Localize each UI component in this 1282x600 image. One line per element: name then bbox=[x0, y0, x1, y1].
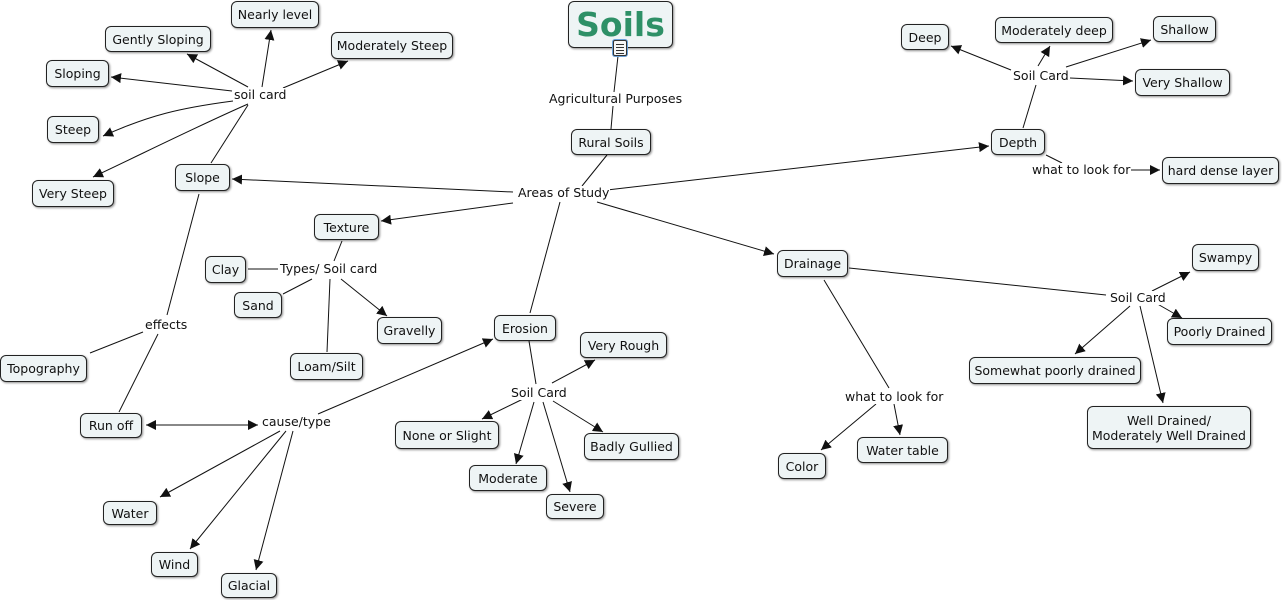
edge bbox=[92, 103, 249, 178]
edge bbox=[326, 278, 331, 353]
edge bbox=[1045, 154, 1063, 164]
edge bbox=[110, 73, 233, 92]
link-agricultural-purposes: Agricultural Purposes bbox=[548, 91, 684, 107]
concept-run-off[interactable]: Run off bbox=[80, 413, 142, 438]
edge bbox=[89, 331, 144, 354]
edge bbox=[528, 340, 537, 385]
link-soil-card-drainage: Soil Card bbox=[1109, 290, 1167, 306]
concept-texture[interactable]: Texture bbox=[314, 214, 379, 240]
edge bbox=[282, 278, 313, 295]
edge bbox=[159, 430, 281, 498]
edge bbox=[893, 403, 904, 436]
concept-shallow[interactable]: Shallow bbox=[1153, 16, 1216, 42]
concept-clay[interactable]: Clay bbox=[205, 256, 246, 283]
concept-very-shallow[interactable]: Very Shallow bbox=[1135, 69, 1230, 96]
edge bbox=[610, 105, 614, 130]
concept-somewhat-poorly-drained[interactable]: Somewhat poorly drained bbox=[969, 357, 1141, 384]
link-types-soil-card: Types/ Soil card bbox=[279, 261, 379, 277]
edge bbox=[481, 398, 524, 420]
edge bbox=[340, 278, 388, 317]
edge bbox=[823, 279, 890, 389]
edge bbox=[166, 193, 200, 316]
edge bbox=[1074, 305, 1131, 355]
edge bbox=[333, 240, 343, 262]
concept-sloping[interactable]: Sloping bbox=[46, 60, 109, 87]
concept-nearly-level[interactable]: Nearly level bbox=[231, 1, 319, 28]
edge bbox=[1037, 45, 1051, 67]
concept-steep[interactable]: Steep bbox=[47, 116, 99, 143]
edge bbox=[848, 267, 1107, 296]
edge bbox=[186, 53, 249, 88]
edge bbox=[210, 104, 249, 164]
edge bbox=[189, 430, 287, 550]
link-soil-card-depth: Soil Card bbox=[1012, 68, 1070, 84]
concept-severe[interactable]: Severe bbox=[546, 494, 604, 519]
edge bbox=[1151, 271, 1191, 292]
link-what-to-look-for-depth: what to look for bbox=[1031, 162, 1132, 178]
concept-moderately-steep[interactable]: Moderately Steep bbox=[331, 32, 453, 59]
link-soil-card-slope: soil card bbox=[233, 87, 288, 103]
concept-loam-silt[interactable]: Loam/Silt bbox=[290, 353, 363, 380]
concept-erosion[interactable]: Erosion bbox=[494, 315, 556, 341]
edge bbox=[596, 201, 775, 256]
concept-well-drained-line2: Moderately Well Drained bbox=[1092, 427, 1246, 443]
edge bbox=[552, 400, 604, 433]
concept-slope[interactable]: Slope bbox=[175, 164, 230, 191]
edge bbox=[231, 174, 514, 193]
concept-swampy[interactable]: Swampy bbox=[1192, 244, 1259, 271]
concept-sand[interactable]: Sand bbox=[234, 292, 282, 318]
edge bbox=[513, 401, 535, 465]
link-effects: effects bbox=[144, 317, 189, 333]
edge bbox=[1139, 305, 1166, 404]
edge bbox=[102, 100, 234, 137]
concept-hard-dense-layer[interactable]: hard dense layer bbox=[1162, 157, 1279, 184]
concept-very-steep[interactable]: Very Steep bbox=[32, 180, 114, 207]
concept-deep[interactable]: Deep bbox=[901, 24, 949, 50]
edge bbox=[551, 359, 596, 384]
edge bbox=[1065, 38, 1152, 68]
concept-none-or-slight[interactable]: None or Slight bbox=[395, 421, 499, 449]
edge bbox=[1069, 75, 1134, 86]
concept-water[interactable]: Water bbox=[103, 501, 157, 525]
edge bbox=[253, 430, 294, 571]
concept-color[interactable]: Color bbox=[778, 453, 826, 479]
concept-well-drained-line1: Well Drained/ bbox=[1127, 412, 1211, 428]
concept-wind[interactable]: Wind bbox=[151, 552, 198, 577]
link-areas-of-study: Areas of Study bbox=[517, 185, 611, 201]
edge bbox=[261, 29, 275, 88]
concept-well-drained[interactable]: Well Drained/ Moderately Well Drained bbox=[1087, 406, 1251, 449]
edge bbox=[317, 338, 494, 415]
concept-water-table[interactable]: Water table bbox=[857, 437, 948, 463]
concept-badly-gullied[interactable]: Badly Gullied bbox=[584, 433, 679, 460]
concept-very-rough[interactable]: Very Rough bbox=[580, 332, 667, 358]
edge bbox=[529, 201, 561, 314]
concept-gravelly[interactable]: Gravelly bbox=[377, 317, 442, 344]
edge bbox=[282, 60, 349, 89]
edge bbox=[820, 403, 877, 451]
edge bbox=[613, 55, 619, 93]
concept-topography[interactable]: Topography bbox=[0, 355, 87, 382]
link-cause-type: cause/type bbox=[261, 414, 332, 430]
concept-glacial[interactable]: Glacial bbox=[221, 573, 277, 598]
document-icon[interactable] bbox=[613, 40, 627, 56]
edge bbox=[1022, 84, 1037, 129]
edge bbox=[606, 142, 990, 191]
edge bbox=[118, 333, 159, 413]
link-what-to-look-for-drainage: what to look for bbox=[844, 389, 945, 405]
edge bbox=[542, 401, 572, 493]
concept-moderately-deep[interactable]: Moderately deep bbox=[995, 17, 1113, 43]
concept-rural-soils[interactable]: Rural Soils bbox=[571, 129, 651, 155]
edge bbox=[581, 154, 608, 187]
concept-gently-sloping[interactable]: Gently Sloping bbox=[105, 26, 211, 52]
link-soil-card-erosion: Soil Card bbox=[510, 385, 568, 401]
concept-drainage[interactable]: Drainage bbox=[777, 250, 848, 277]
edge bbox=[950, 45, 1012, 71]
concept-depth[interactable]: Depth bbox=[991, 129, 1045, 155]
concept-poorly-drained[interactable]: Poorly Drained bbox=[1167, 318, 1272, 345]
concept-moderate[interactable]: Moderate bbox=[469, 465, 547, 491]
edge bbox=[380, 202, 514, 225]
